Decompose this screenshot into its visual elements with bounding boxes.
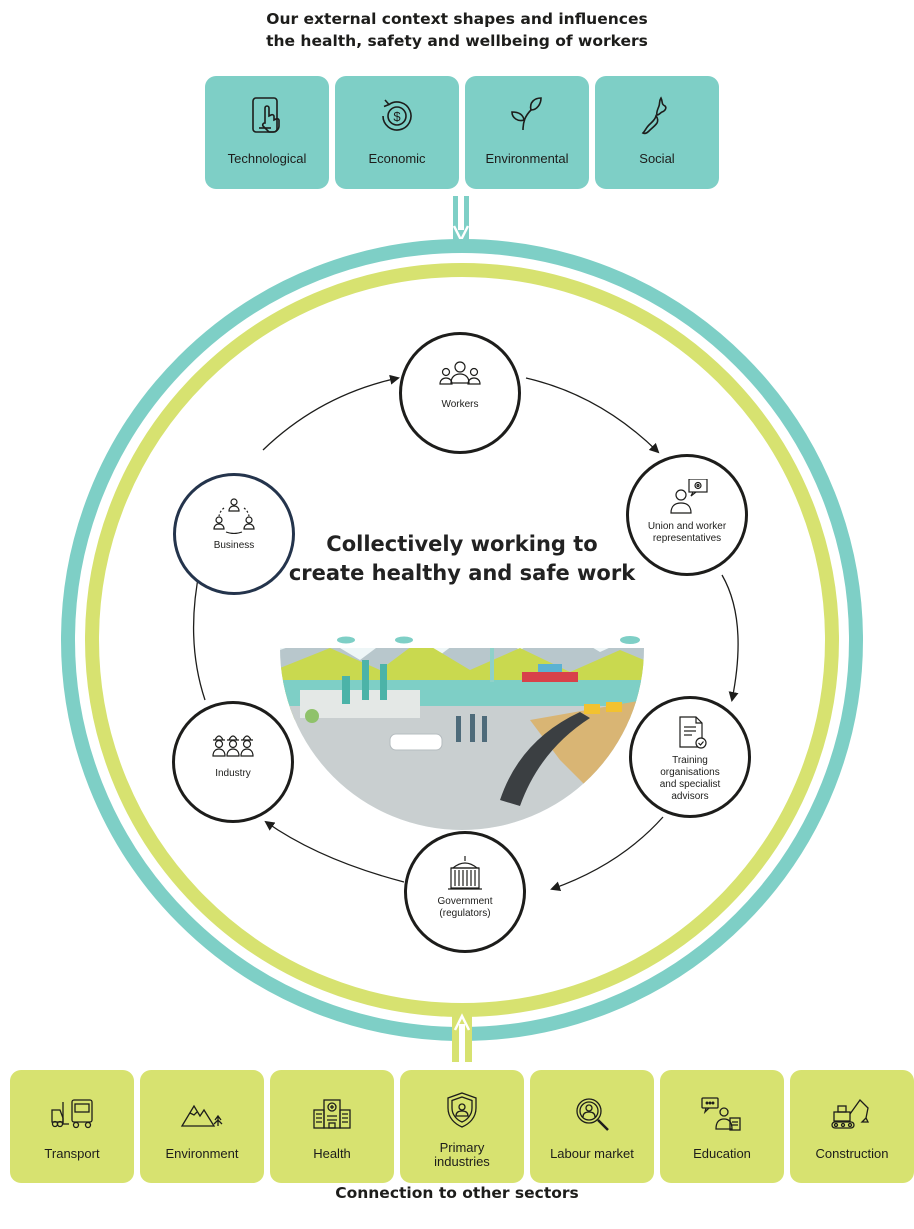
- node-label: Business: [213, 540, 255, 551]
- sector-connection-arrow: [452, 1012, 472, 1062]
- sector-card-construction: Construction: [790, 1070, 914, 1183]
- forklift-truck-icon: [51, 1099, 93, 1129]
- inner-lime-ring: [85, 263, 839, 1017]
- arrow-training-to-government: [550, 816, 664, 892]
- context-label: Social: [639, 151, 675, 166]
- context-card-social: Social: [595, 76, 719, 189]
- sector-label: Environment: [165, 1146, 239, 1161]
- sector-card-transport: Transport: [10, 1070, 134, 1183]
- new-zealand-map-icon: [641, 96, 667, 135]
- arrow-business-to-workers: [262, 374, 400, 451]
- center-title-line-2: create healthy and safe work: [288, 561, 636, 585]
- mountains-icon: [180, 1104, 223, 1127]
- sector-card-primary-industries: Primary industries: [400, 1070, 524, 1183]
- sector-label: Education: [693, 1146, 751, 1161]
- node-label-line: Training: [672, 755, 708, 766]
- svg-text:$: $: [393, 109, 401, 124]
- center-title: Collectively working to create healthy a…: [262, 530, 662, 588]
- network-people-icon: [213, 498, 255, 534]
- dollar-cycle-icon: $: [382, 99, 412, 131]
- arrow-industry-to-business: [192, 566, 206, 701]
- context-card-economic: $ Economic: [335, 76, 459, 189]
- certificate-document-icon: [679, 716, 707, 749]
- context-label: Technological: [227, 151, 307, 166]
- sector-label: Transport: [44, 1146, 100, 1161]
- node-label: Industry: [215, 768, 251, 779]
- excavator-icon: [831, 1098, 870, 1129]
- sector-label: Health: [313, 1146, 351, 1161]
- heading-line-2: the health, safety and wellbeing of work…: [266, 32, 648, 50]
- touch-tablet-icon: [252, 97, 280, 133]
- sector-label-line: industries: [434, 1154, 490, 1169]
- sector-label: Primary industries: [434, 1141, 490, 1169]
- hardhat-workers-icon: [212, 735, 254, 757]
- center-title-line-1: Collectively working to: [326, 532, 598, 556]
- worker-speech-gear-icon: [670, 479, 708, 514]
- cycle-arrows: [192, 374, 739, 892]
- sector-card-education: Education: [660, 1070, 784, 1183]
- node-label-line: Union and worker: [647, 521, 727, 532]
- node-label-line: and specialist: [659, 779, 721, 790]
- external-context-heading: Our external context shapes and influenc…: [0, 8, 914, 52]
- node-training-organisations: Training organisations and specialist ad…: [629, 696, 751, 818]
- sector-card-health: Health: [270, 1070, 394, 1183]
- node-label-line: representatives: [652, 533, 722, 544]
- sector-label: Construction: [815, 1146, 889, 1161]
- magnifier-person-icon: [576, 1098, 609, 1131]
- node-label-line: Government: [437, 896, 493, 907]
- context-label: Environmental: [485, 151, 569, 166]
- node-workers: Workers: [399, 332, 521, 454]
- sector-card-environment: Environment: [140, 1070, 264, 1183]
- sprout-icon: [511, 97, 542, 131]
- workers-group-icon: [439, 361, 481, 385]
- node-label-line: (regulators): [439, 908, 491, 919]
- external-influence-arrow: [452, 196, 470, 243]
- node-industry: Industry: [172, 701, 294, 823]
- context-card-technological: Technological: [205, 76, 329, 189]
- teacher-icon: [701, 1097, 741, 1131]
- heading-line-1: Our external context shapes and influenc…: [266, 10, 648, 28]
- node-government: Government (regulators): [404, 831, 526, 953]
- node-label: Union and worker representatives: [642, 521, 732, 545]
- node-label-line: organisations: [660, 767, 720, 778]
- node-label-line: advisors: [671, 791, 709, 802]
- beehive-building-icon: [448, 856, 482, 890]
- node-label: Training organisations and specialist ad…: [654, 755, 727, 803]
- node-label: Government (regulators): [431, 896, 498, 920]
- arrow-union-to-training: [721, 574, 739, 702]
- hospital-icon: [313, 1099, 351, 1129]
- node-label: Workers: [441, 399, 479, 410]
- arrow-government-to-industry: [264, 820, 405, 883]
- arrow-workers-to-union: [525, 377, 660, 454]
- sector-label: Labour market: [550, 1146, 634, 1161]
- sector-label-line: Primary: [439, 1140, 485, 1155]
- node-business: Business: [173, 473, 295, 595]
- node-union-representatives: Union and worker representatives: [626, 454, 748, 576]
- context-label: Economic: [368, 151, 426, 166]
- sector-card-labour-market: Labour market: [530, 1070, 654, 1183]
- workplace-landscape-illustration: [280, 636, 644, 830]
- context-card-environmental: Environmental: [465, 76, 589, 189]
- shield-person-icon: [447, 1092, 477, 1128]
- sectors-heading: Connection to other sectors: [335, 1184, 579, 1202]
